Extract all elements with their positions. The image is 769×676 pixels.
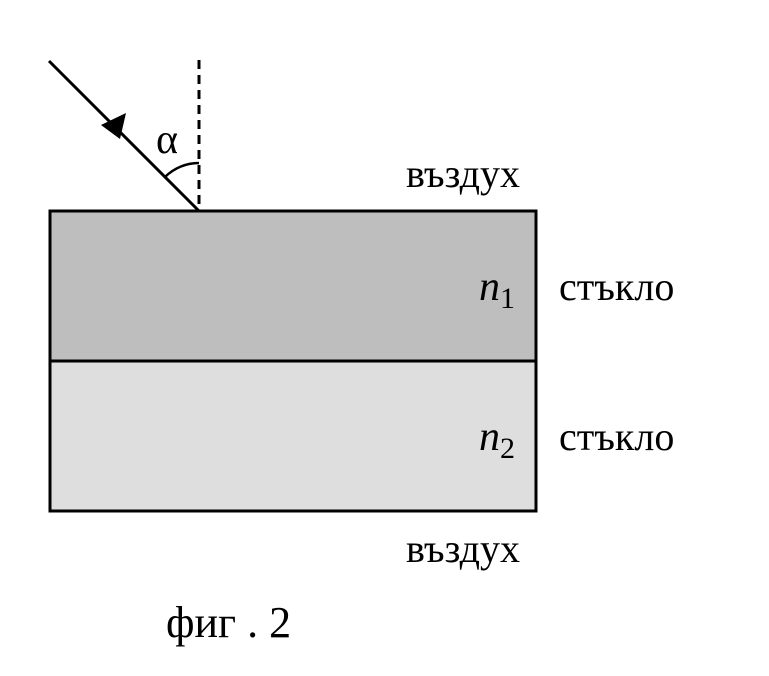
- layer2-index-subscript: 2: [500, 432, 515, 465]
- incident-ray: [47, 59, 201, 213]
- glass-layer-1: [48, 209, 538, 363]
- glass-layer-2: [48, 359, 538, 513]
- layer1-material-label: стъкло: [559, 264, 674, 309]
- arrow-icon: [101, 113, 126, 139]
- layer1-index-subscript: 1: [500, 282, 515, 315]
- layer1-index: n1: [479, 264, 515, 315]
- angle-arc: [164, 161, 200, 178]
- bottom-medium-label: въздух: [406, 526, 520, 571]
- layer2-material-label: стъкло: [559, 414, 674, 459]
- layer2-index-letter: n: [479, 414, 500, 460]
- layer1-index-letter: n: [479, 264, 500, 310]
- layer2-index: n2: [479, 414, 515, 465]
- top-medium-label: въздух: [406, 151, 520, 196]
- angle-label: α: [156, 117, 178, 163]
- figure-caption: фиг . 2: [166, 598, 291, 647]
